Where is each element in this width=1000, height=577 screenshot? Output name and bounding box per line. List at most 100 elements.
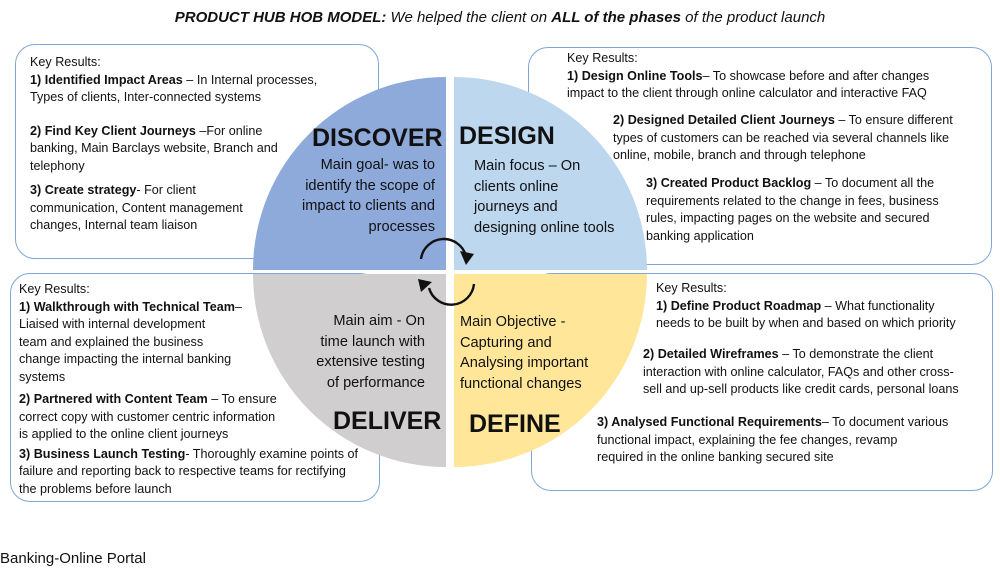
discover-quadrant (253, 77, 446, 270)
discover-text-line: identify the scope of (305, 177, 435, 194)
design-item-1-text: impact to the client through online calc… (567, 86, 927, 100)
deliver-text: Main aim - On time launch with extensive… (290, 311, 425, 393)
define-item-3-title: 3) Analysed Functional Requirements (597, 415, 822, 429)
discover-item-3-text: changes, Internal team liaison (30, 218, 198, 232)
deliver-text-line: time launch with (320, 333, 425, 350)
deliver-item-2-text: – To ensure (207, 392, 277, 406)
discover-item-3-title: 3) Create strategy (30, 183, 137, 197)
discover-key-results-header: Key Results: (30, 55, 101, 69)
define-item-3: 3) Analysed Functional Requirements– To … (597, 414, 989, 467)
define-item-3-text: – To document various (821, 415, 949, 429)
design-quadrant (454, 77, 647, 270)
define-results: Key Results: 1) Define Product Roadmap –… (656, 280, 991, 333)
discover-text-line: processes (368, 218, 435, 235)
title-text1: We helped the client on (386, 9, 552, 26)
deliver-item-3-title: 3) Business Launch Testing (19, 446, 186, 461)
discover-title: DISCOVER (312, 124, 443, 152)
deliver-item-2-text: is applied to the online client journeys (19, 427, 229, 441)
design-item-1-text: – To showcase before and after changes (702, 68, 930, 83)
discover-text-line: impact to clients and (301, 198, 435, 214)
define-item-1: 1) Define Product Roadmap – What functio… (656, 298, 991, 333)
discover-item-1: 1) Identified Impact Areas – In Internal… (30, 72, 375, 107)
define-text: Main Objective - Capturing and Analysing… (460, 312, 640, 394)
deliver-text-line: extensive testing (316, 354, 425, 370)
deliver-text-line: Main aim - On (333, 313, 425, 329)
deliver-item-3: 3) Business Launch Testing- Thoroughly e… (19, 446, 377, 499)
deliver-item-1-text: – (234, 299, 242, 314)
define-item-2: 2) Detailed Wireframes – To demonstrate … (643, 346, 988, 399)
design-item-3-text: requirements related to the change in fe… (646, 193, 939, 208)
design-text-line: Main focus – On (474, 158, 581, 174)
discover-text: Main goal- was to identify the scope of … (260, 155, 435, 237)
design-item-3-text: banking application (646, 228, 754, 243)
deliver-item-3-text: failure and reporting back to respective… (19, 464, 346, 478)
deliver-results: Key Results: 1) Walkthrough with Technic… (19, 281, 377, 498)
define-text-line: functional changes (460, 375, 582, 392)
design-item-3: 3) Created Product Backlog – To document… (646, 175, 986, 245)
define-item-1-title: 1) Define Product Roadmap (656, 298, 822, 313)
design-item-2-text: online, mobile, branch and through telep… (613, 148, 866, 162)
define-item-1-text: needs to be built by when and based on w… (656, 316, 956, 330)
deliver-item-3-text: the problems before launch (19, 481, 172, 496)
discover-item-3: 3) Create strategy- For client communica… (30, 182, 375, 235)
deliver-item-1-text: change impacting the internal banking (19, 352, 232, 366)
discover-item-2-title: 2) Find Key Client Journeys (30, 123, 196, 138)
define-item-2-text: interaction with online calculator, FAQs… (643, 364, 954, 379)
discover-results: Key Results: 1) Identified Impact Areas … (30, 54, 375, 235)
footer-label: Banking-Online Portal (0, 550, 146, 567)
design-key-results-header: Key Results: (567, 51, 638, 65)
define-text-line: Main Objective - (460, 314, 566, 330)
discover-item-1-text: – In Internal processes, (182, 72, 318, 87)
define-title: DEFINE (469, 410, 561, 438)
deliver-title: DELIVER (333, 407, 442, 435)
define-item-1-text: – What functionality (821, 298, 935, 313)
define-item-3-text: required in the online banking secured s… (597, 450, 834, 464)
define-text-line: Analysing important (460, 355, 589, 371)
discover-item-2-text: telephony (30, 158, 85, 173)
discover-item-2: 2) Find Key Client Journeys –For online … (30, 123, 375, 176)
design-results: Key Results: 1) Design Online Tools– To … (567, 50, 987, 103)
design-item-2: 2) Designed Detailed Client Journeys – T… (613, 112, 991, 165)
circular-arrows-icon (419, 237, 476, 306)
define-text-line: Capturing and (460, 334, 552, 351)
design-text-line: journeys and (474, 199, 558, 215)
deliver-item-1: 1) Walkthrough with Technical Team– Liai… (19, 299, 377, 387)
arrow-head-top (460, 251, 474, 265)
define-item-2-text: sell and up-sell products like credit ca… (643, 382, 959, 396)
discover-item-3-text: communication, Content management (30, 200, 243, 215)
define-key-results-header: Key Results: (656, 281, 727, 295)
design-item-3-text: rules, impacting pages on the website an… (646, 211, 930, 225)
deliver-item-2-title: 2) Partnered with Content Team (19, 392, 208, 406)
design-text: Main focus – On clients online journeys … (474, 156, 644, 238)
design-text-line: designing online tools (474, 219, 615, 236)
design-item-3-text: – To document all the (811, 176, 935, 190)
design-item-2-text: – To ensure different (834, 113, 953, 127)
design-item-1: 1) Design Online Tools– To showcase befo… (567, 68, 987, 103)
design-item-1-title: 1) Design Online Tools (567, 68, 703, 83)
define-item-2-text: – To demonstrate the client (778, 347, 934, 361)
deliver-item-1-text: Liaised with internal development (19, 317, 206, 331)
define-quadrant (454, 274, 647, 467)
define-item-2-title: 2) Detailed Wireframes (643, 347, 779, 361)
title-bold2: ALL of the phases (551, 9, 681, 26)
deliver-item-1-text: systems (19, 369, 66, 384)
deliver-item-3-text: - Thoroughly examine points of (185, 446, 359, 461)
deliver-item-1-text: team and explained the business (19, 334, 204, 349)
design-title: DESIGN (459, 122, 555, 150)
arrow-head-bottom (418, 279, 432, 292)
design-item-2-title: 2) Designed Detailed Client Journeys (613, 113, 835, 127)
discover-item-2-text: banking, Main Barclays website, Branch a… (30, 141, 278, 155)
deliver-item-2-text: correct copy with customer centric infor… (19, 409, 276, 424)
page-title: PRODUCT HUB HOB MODEL: We helped the cli… (0, 9, 1000, 26)
design-text-line: clients online (474, 178, 559, 195)
define-item-3-text: functional impact, explaining the fee ch… (597, 432, 898, 447)
discover-item-1-title: 1) Identified Impact Areas (30, 72, 183, 87)
deliver-text-line: of performance (326, 374, 425, 391)
deliver-key-results-header: Key Results: (19, 282, 90, 296)
discover-item-3-text: - For client (136, 183, 196, 197)
discover-item-2-text: –For online (195, 123, 263, 138)
discover-item-1-text: Types of clients, Inter-connected system… (30, 90, 261, 104)
title-bold: PRODUCT HUB HOB MODEL: (174, 9, 387, 26)
design-item-3-title: 3) Created Product Backlog (646, 176, 812, 190)
title-text2: of the product launch (680, 9, 826, 26)
